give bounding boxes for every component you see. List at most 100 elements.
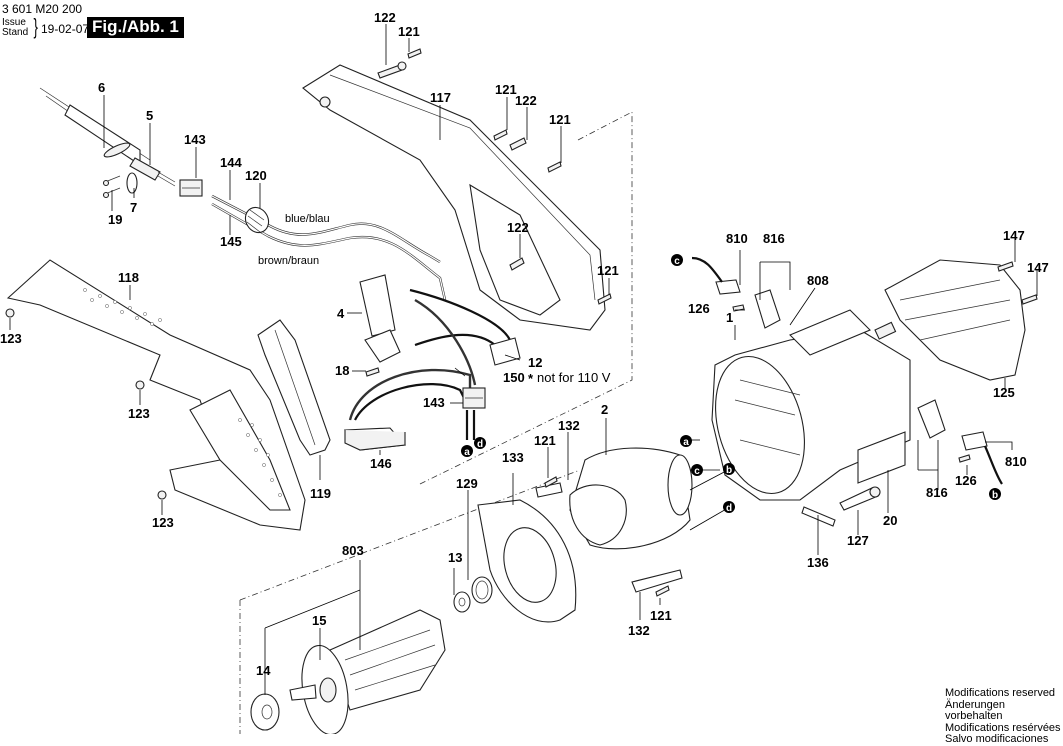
rating-label-808 bbox=[789, 309, 871, 356]
label-121-c: 121 bbox=[549, 112, 571, 127]
label-7: 7 bbox=[130, 200, 137, 215]
connector-d-label: d bbox=[477, 439, 483, 450]
clip-132-lower bbox=[631, 569, 683, 593]
label-803: 803 bbox=[342, 543, 364, 558]
label-120: 120 bbox=[245, 168, 267, 183]
label-143-lower: 143 bbox=[423, 395, 445, 410]
brush-holder-816-bottom bbox=[917, 399, 946, 439]
handle-cover-119 bbox=[257, 319, 331, 456]
label-121-f: 121 bbox=[650, 608, 672, 623]
label-127: 127 bbox=[847, 533, 869, 548]
part-labels: 6 5 143 144 120 145 19 7 blue/blau brown… bbox=[0, 10, 1049, 678]
label-144: 144 bbox=[220, 155, 242, 170]
label-119: 119 bbox=[310, 486, 331, 501]
washer-13 bbox=[453, 591, 471, 613]
connector-a-label: a bbox=[683, 437, 689, 448]
issue-label: Issue bbox=[2, 17, 26, 28]
clip-132-upper bbox=[535, 482, 563, 498]
issue-stand-label: Issue Stand bbox=[2, 18, 28, 38]
capacitor-12 bbox=[489, 337, 521, 366]
label-136: 136 bbox=[807, 555, 829, 570]
label-blue-wire: blue/blau bbox=[285, 213, 330, 225]
label-not-for-110v: not for 110 V bbox=[537, 370, 611, 385]
part-number: 3 601 M20 200 bbox=[2, 2, 83, 16]
boundary-lower bbox=[239, 469, 581, 734]
label-147-b: 147 bbox=[1027, 260, 1049, 275]
label-19: 19 bbox=[108, 212, 122, 227]
label-118: 118 bbox=[118, 270, 139, 285]
label-150: 150 bbox=[503, 370, 525, 385]
label-816-b: 816 bbox=[926, 485, 948, 500]
fan-baffle-133 bbox=[477, 499, 577, 623]
carbon-brush-810-bottom bbox=[961, 431, 1003, 485]
issue-date: 19-02-07 bbox=[41, 22, 90, 36]
nuts-123 bbox=[5, 308, 167, 500]
connector-c-label: c bbox=[694, 466, 700, 477]
mod-line-fr: Modifications resérvées bbox=[945, 721, 1061, 734]
screws bbox=[365, 48, 1038, 597]
switch-4 bbox=[359, 274, 401, 363]
terminal-block-143-lower bbox=[462, 387, 486, 440]
label-6: 6 bbox=[98, 80, 105, 95]
connector-b-label: b bbox=[726, 465, 732, 476]
label-122-b: 122 bbox=[515, 93, 537, 108]
label-121-a: 121 bbox=[398, 24, 420, 39]
armature-803 bbox=[289, 609, 446, 734]
leader-lines bbox=[9, 24, 1038, 695]
connector-c-label: c bbox=[674, 256, 680, 267]
label-143-top: 143 bbox=[184, 132, 206, 147]
brush-holder-816-top bbox=[754, 289, 781, 329]
label-126-a: 126 bbox=[688, 301, 710, 316]
label-13: 13 bbox=[448, 550, 462, 565]
internal-wiring bbox=[348, 288, 511, 421]
connector-a-label: a bbox=[464, 447, 470, 458]
label-asterisk: * bbox=[528, 371, 534, 386]
label-146: 146 bbox=[370, 456, 392, 471]
label-plate-20 bbox=[857, 431, 906, 484]
handle-housing-117 bbox=[302, 64, 606, 331]
label-808: 808 bbox=[807, 273, 829, 288]
bearing-14 bbox=[250, 693, 280, 731]
label-15: 15 bbox=[312, 613, 326, 628]
modifications-notice: Modifications reserved Änderungen vorbeh… bbox=[945, 687, 1063, 746]
label-145: 145 bbox=[220, 234, 242, 249]
connector-b-bottom: b bbox=[989, 488, 1001, 501]
label-123-a: 123 bbox=[0, 331, 22, 346]
label-20: 20 bbox=[883, 513, 897, 528]
label-5: 5 bbox=[146, 108, 153, 123]
connector-c-top: c bbox=[671, 254, 683, 267]
label-121-d: 121 bbox=[597, 263, 619, 278]
mod-line-en: Modifications reserved bbox=[945, 687, 1056, 699]
label-147-a: 147 bbox=[1003, 228, 1025, 243]
label-132-a: 132 bbox=[558, 418, 580, 433]
boundary-upper bbox=[417, 111, 633, 486]
label-121-e: 121 bbox=[534, 433, 556, 448]
label-14: 14 bbox=[256, 663, 271, 678]
fan-cover-125 bbox=[884, 259, 1026, 381]
label-133: 133 bbox=[502, 450, 524, 465]
carbon-brush-810-top bbox=[691, 256, 741, 295]
bearing-ring-129 bbox=[471, 576, 493, 604]
label-122-a: 122 bbox=[374, 10, 396, 25]
label-123-c: 123 bbox=[152, 515, 174, 530]
label-810-b: 810 bbox=[1005, 454, 1027, 469]
brace-glyph: } bbox=[33, 14, 38, 39]
terminal-block-143-top bbox=[179, 179, 203, 197]
mod-line-de: Änderungen vorbehalten bbox=[945, 698, 1005, 722]
filter-146 bbox=[343, 427, 407, 451]
mod-line-es: Salvo modificaciones bbox=[945, 733, 1049, 745]
label-126-b: 126 bbox=[955, 473, 977, 488]
connector-d-right: d bbox=[723, 501, 735, 514]
label-4: 4 bbox=[337, 306, 345, 321]
label-810-a: 810 bbox=[726, 231, 748, 246]
connector-d-left: d bbox=[474, 437, 486, 450]
screw-127 bbox=[839, 486, 881, 511]
label-122-c: 122 bbox=[507, 220, 529, 235]
label-121-b: 121 bbox=[495, 82, 517, 97]
label-816-a: 816 bbox=[763, 231, 785, 246]
connector-c-right: c bbox=[691, 464, 703, 477]
figure-badge: Fig./Abb. 1 bbox=[87, 17, 184, 38]
label-brown-wire: brown/braun bbox=[258, 255, 319, 267]
cable-clamp bbox=[102, 172, 138, 199]
